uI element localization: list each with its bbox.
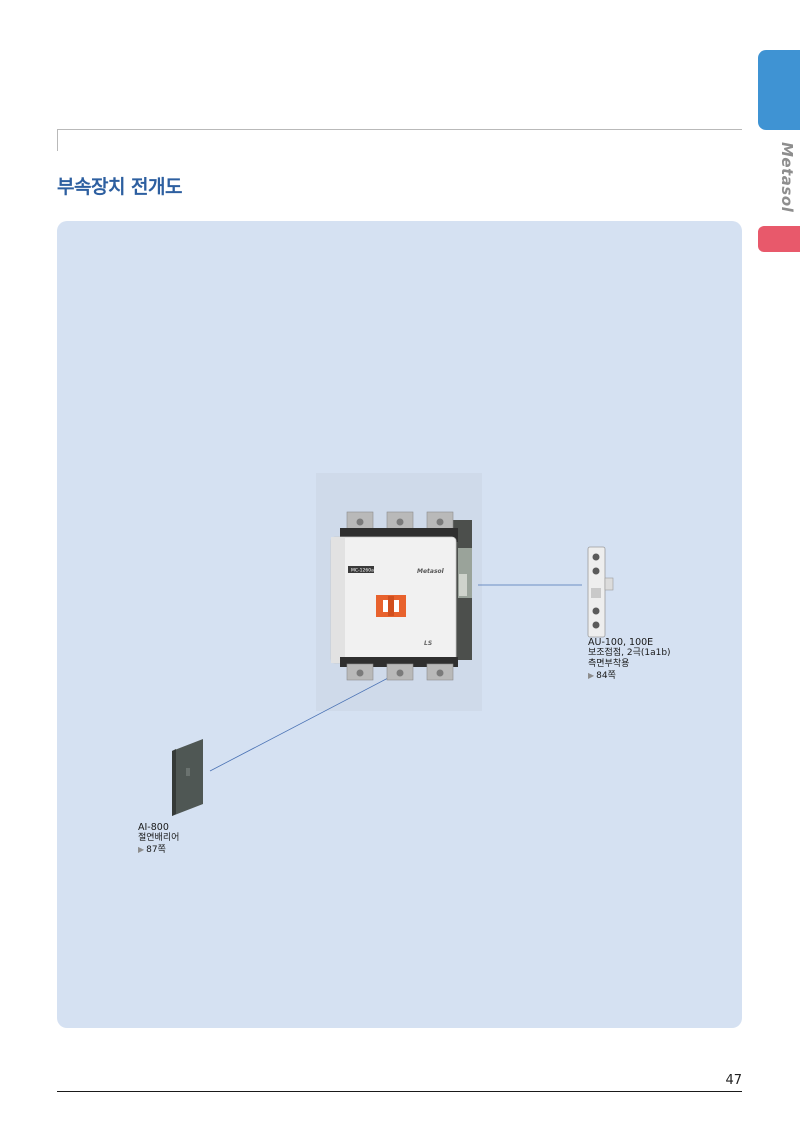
accessory-description: 절연배리어 bbox=[138, 833, 180, 843]
accessory-model: AI-800 bbox=[138, 822, 169, 833]
leader-line-ai bbox=[209, 676, 391, 772]
page-number: 47 bbox=[725, 1073, 742, 1088]
section-tab-red bbox=[758, 226, 800, 252]
accessory-page-ref: 84쪽 bbox=[588, 670, 671, 682]
accessory-description: 보조접점, 2극(1a1b) bbox=[588, 648, 671, 658]
contactor-logo: LS bbox=[424, 640, 432, 647]
accessory-model: AU-100, 100E bbox=[588, 637, 654, 648]
contactor-brand-label: Metasol bbox=[417, 568, 445, 575]
accessory-caption-ai: AI-800 절연배리어 87쪽 bbox=[138, 822, 179, 856]
auxiliary-contact-image bbox=[587, 546, 614, 638]
insulation-barrier-image bbox=[172, 739, 203, 816]
header-rule-tick bbox=[57, 129, 58, 151]
page-title: 부속장치 전개도 bbox=[57, 176, 182, 198]
section-tab-blue bbox=[758, 50, 800, 130]
accessory-caption-au: AU-100, 100E 보조접점, 2극(1a1b) 측면부착용 84쪽 bbox=[588, 637, 671, 682]
contactor-image: MC-1260a Metasol LS bbox=[330, 511, 472, 681]
contactor-model-label: MC-1260a bbox=[351, 568, 374, 574]
footer-rule bbox=[57, 1091, 742, 1092]
header-rule bbox=[57, 129, 742, 130]
accessory-page-ref: 87쪽 bbox=[138, 844, 179, 856]
accessory-description-2: 측면부착용 bbox=[588, 659, 630, 669]
side-brand-label: Metasol bbox=[778, 142, 796, 213]
